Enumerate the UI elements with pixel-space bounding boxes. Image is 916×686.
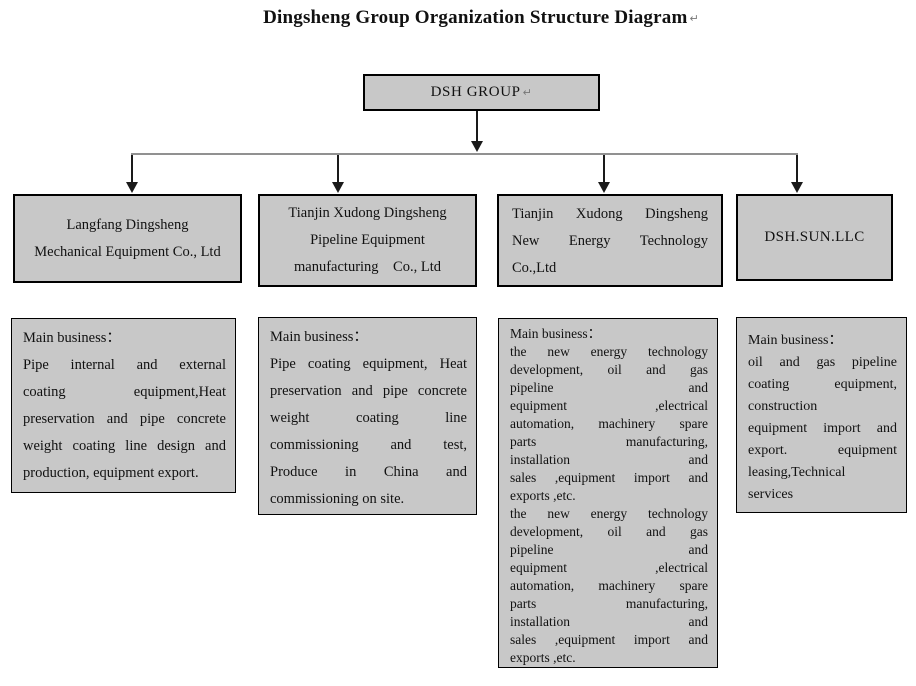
arrowhead-down-icon <box>471 141 483 152</box>
page-title-text: Dingsheng Group Organization Structure D… <box>263 7 688 28</box>
text-line: preservation and pipe concrete <box>270 383 467 399</box>
text-line: Produce in China and <box>270 464 467 480</box>
arrowhead-down-icon <box>126 182 138 193</box>
root-box-label: DSH GROUP <box>430 84 521 100</box>
connector-branch2-line <box>337 155 339 183</box>
business-box-dsh-sun-llc: Main business： oil and gas pipeline coati… <box>736 317 907 513</box>
text-line: development, oil and gas <box>510 362 708 377</box>
text-line: pipeline and <box>510 542 708 557</box>
arrowhead-down-icon <box>791 182 803 193</box>
text-line: equipment ,electrical <box>510 560 708 575</box>
text-line: coating equipment,Heat <box>23 384 226 400</box>
business-description: the new energy technology development, oi… <box>510 505 708 667</box>
text-line: weight coating line <box>270 410 467 426</box>
text-line: equipment import and <box>748 421 897 436</box>
business-description: Pipe coating equipment, Heat preservation… <box>270 351 467 513</box>
business-box-new-energy: Main business： the new energy technology… <box>498 318 718 668</box>
text-line: Langfang Dingsheng <box>66 216 189 233</box>
text-line: parts manufacturing, <box>510 434 708 449</box>
connector-branch1-line <box>131 155 133 183</box>
text-line: Tianjin Xudong Dingsheng <box>512 206 708 222</box>
main-business-label: Main business： <box>270 329 368 345</box>
text-line: services <box>748 487 794 502</box>
connector-branch3-line <box>603 155 605 183</box>
text-line: commissioning and test, <box>270 437 467 453</box>
connector-horizontal-line <box>131 153 798 155</box>
text-line: parts manufacturing, <box>510 596 708 611</box>
business-box-pipeline-equipment: Main business： Pipe coating equipment, H… <box>258 317 477 515</box>
text-line: oil and gas pipeline <box>748 355 897 370</box>
text-line: the new energy technology <box>510 344 708 359</box>
page-title: Dingsheng Group Organization Structure D… <box>46 7 916 29</box>
text-line: Mechanical Equipment Co., Ltd <box>34 243 221 260</box>
paragraph-mark-icon: ↵ <box>689 12 699 25</box>
business-description: Pipe internal and external coating equipm… <box>23 352 226 487</box>
business-description: the new energy technology development, oi… <box>510 343 708 505</box>
text-line: weight coating line design and <box>23 438 226 454</box>
text-line: exports ,etc. <box>510 650 576 665</box>
business-box-langfang-mechanical: Main business： Pipe internal and externa… <box>11 318 236 493</box>
text-line: Tianjin Xudong Dingsheng <box>288 205 447 221</box>
arrowhead-down-icon <box>332 182 344 193</box>
text-line: automation, machinery spare <box>510 416 708 431</box>
text-line: construction <box>748 399 818 414</box>
text-line: the new energy technology <box>510 506 708 521</box>
text-line: Pipe internal and external <box>23 357 226 373</box>
text-line: export. equipment <box>748 443 897 458</box>
text-line: pipeline and <box>510 380 708 395</box>
arrowhead-down-icon <box>598 182 610 193</box>
text-line: preservation and pipe concrete <box>23 411 226 427</box>
text-line: Co.,Ltd <box>512 260 557 276</box>
text-line: automation, machinery spare <box>510 578 708 593</box>
root-box-dsh-group: DSH GROUP↵ <box>363 74 600 111</box>
text-line: Pipeline Equipment <box>310 232 425 248</box>
company-name: DSH.SUN.LLC <box>746 224 883 251</box>
connector-branch4-line <box>796 155 798 183</box>
text-line: Pipe coating equipment, Heat <box>270 356 467 372</box>
company-box-dsh-sun-llc: DSH.SUN.LLC <box>736 194 893 281</box>
paragraph-mark-icon: ↵ <box>522 86 533 99</box>
text-line: leasing,Technical <box>748 465 846 480</box>
main-business-label: Main business： <box>748 333 843 348</box>
text-line: equipment ,electrical <box>510 398 708 413</box>
text-line: production, equipment export. <box>23 465 199 481</box>
text-line: DSH.SUN.LLC <box>764 229 865 245</box>
business-description: oil and gas pipeline coating equipment, co… <box>748 352 897 506</box>
text-line: coating equipment, <box>748 377 897 392</box>
text-line: exports ,etc. <box>510 488 576 503</box>
main-business-label: Main business： <box>23 330 121 346</box>
text-line: installation and <box>510 614 708 629</box>
text-line: sales ,equipment import and <box>510 632 708 647</box>
text-line: installation and <box>510 452 708 467</box>
text-line: New Energy Technology <box>512 233 708 249</box>
text-line: development, oil and gas <box>510 524 708 539</box>
text-line: manufacturing Co., Ltd <box>294 259 441 275</box>
connector-root-vertical-line <box>476 111 478 142</box>
main-business-label: Main business： <box>510 326 602 341</box>
text-line: commissioning on site. <box>270 491 405 507</box>
text-line: sales ,equipment import and <box>510 470 708 485</box>
